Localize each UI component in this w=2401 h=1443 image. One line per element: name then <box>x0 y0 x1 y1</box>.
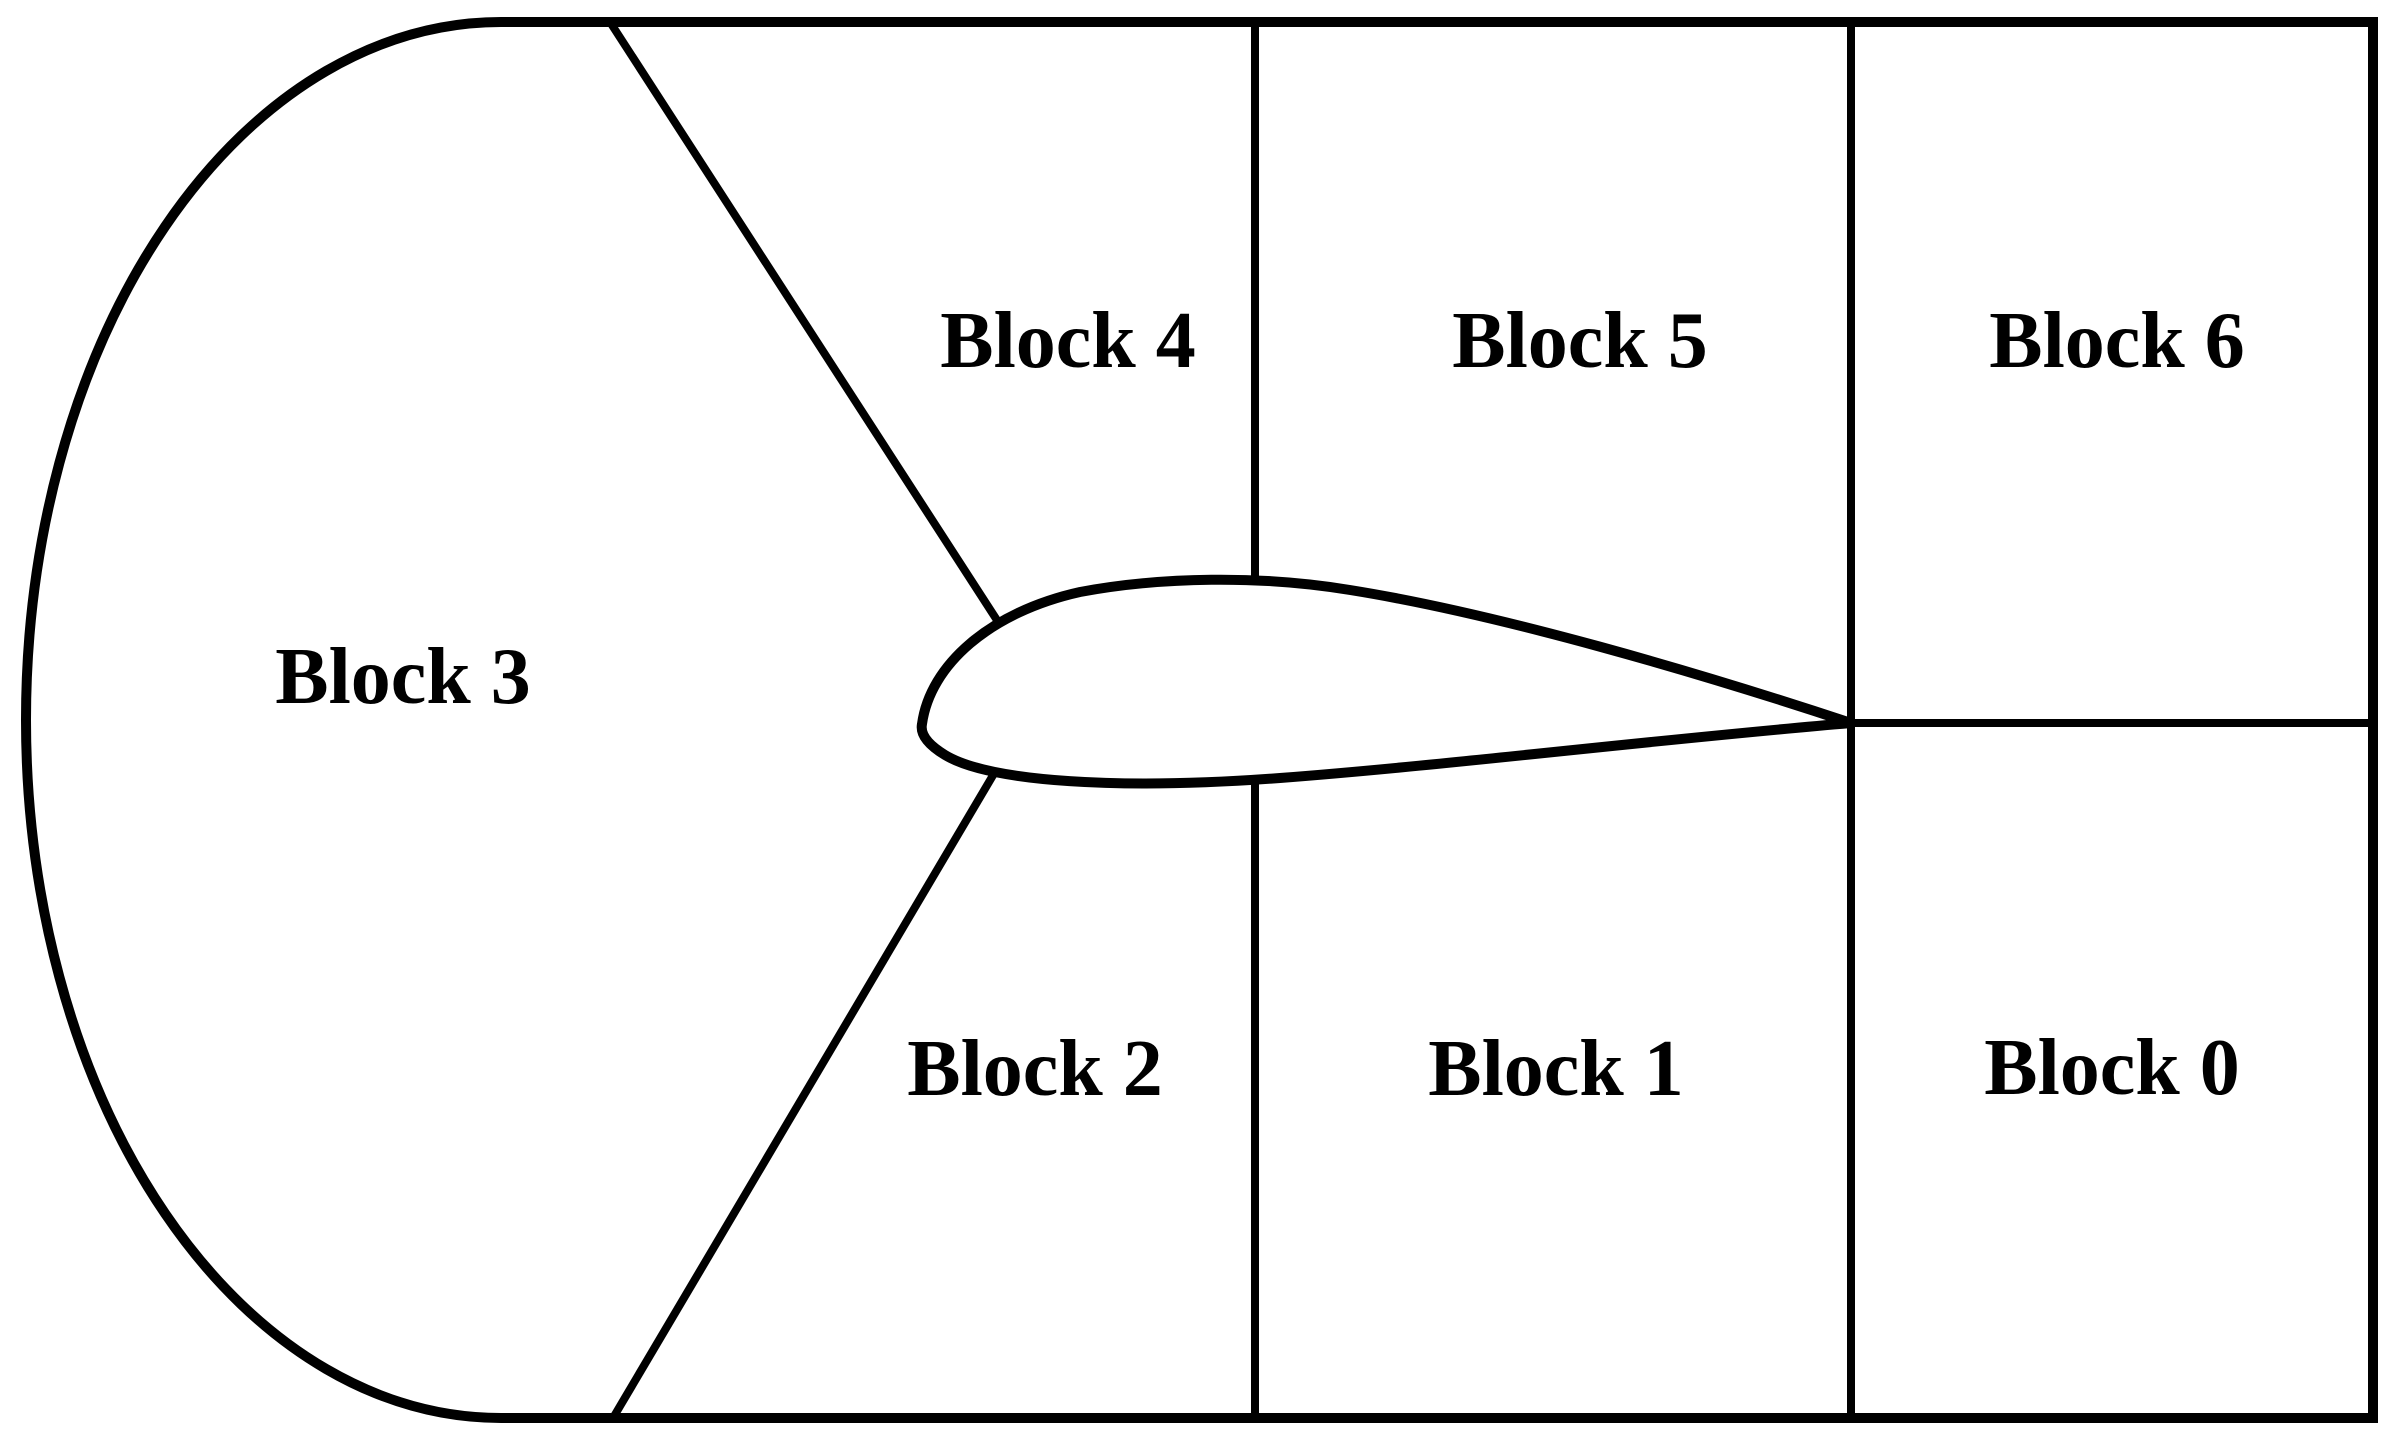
block-4-label: Block 4 <box>940 297 1196 385</box>
airfoil-outline <box>916 574 1856 789</box>
lower-diagonal-edge <box>609 752 1009 1421</box>
upper-diagonal-edge <box>606 19 1019 651</box>
block-2-label: Block 2 <box>907 1025 1163 1113</box>
block-6-label: Block 6 <box>1989 297 2245 385</box>
block-0-label: Block 0 <box>1984 1024 2240 1112</box>
block-1-label: Block 1 <box>1428 1025 1684 1113</box>
block-5-label: Block 5 <box>1452 297 1708 385</box>
block-3-label: Block 3 <box>275 633 531 721</box>
